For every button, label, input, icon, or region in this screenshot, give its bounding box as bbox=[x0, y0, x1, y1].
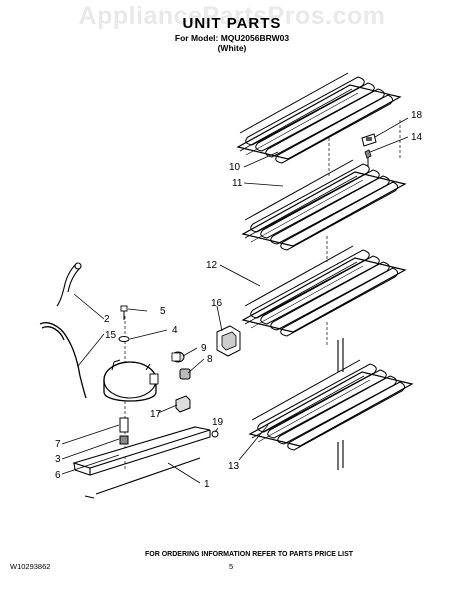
callout-14: 14 bbox=[411, 132, 423, 143]
callout-7: 7 bbox=[55, 439, 61, 450]
callout-8: 8 bbox=[207, 354, 213, 365]
ordering-note: FOR ORDERING INFORMATION REFER TO PARTS … bbox=[145, 551, 354, 558]
callout-18: 18 bbox=[411, 110, 423, 121]
callout-2: 2 bbox=[104, 314, 110, 325]
evaporator-shelf-bottom bbox=[249, 359, 413, 451]
callout-10: 10 bbox=[229, 162, 241, 173]
callout-labels: 1 2 3 4 5 6 7 8 9 10 11 12 13 14 15 16 1… bbox=[55, 110, 423, 490]
callout-11: 11 bbox=[232, 178, 243, 189]
callout-5: 5 bbox=[160, 306, 166, 317]
model-line: For Model: MQU2056BRW03 bbox=[174, 33, 290, 43]
shelf-tubes bbox=[337, 338, 344, 470]
capillary-part bbox=[56, 262, 82, 307]
sleeve-3 bbox=[119, 435, 129, 445]
callout-19: 19 bbox=[212, 417, 224, 428]
callout-17: 17 bbox=[150, 409, 162, 420]
doc-number: W10293862 bbox=[10, 562, 51, 571]
callout-13: 13 bbox=[228, 461, 240, 472]
callout-4: 4 bbox=[172, 325, 178, 336]
overload-9 bbox=[171, 351, 185, 363]
compressor bbox=[103, 359, 159, 402]
part-8 bbox=[179, 368, 191, 380]
washer-4 bbox=[118, 336, 130, 342]
watermark: AppliancePartsPros.com bbox=[78, 2, 386, 30]
grommet-7 bbox=[119, 417, 129, 433]
callout-15: 15 bbox=[105, 330, 117, 341]
relay-16 bbox=[216, 325, 241, 357]
evaporator-shelf-2 bbox=[242, 159, 406, 251]
screw-5 bbox=[120, 305, 128, 320]
callout-3: 3 bbox=[55, 454, 61, 465]
callout-1: 1 bbox=[204, 479, 210, 490]
color-line: (White) bbox=[217, 43, 247, 53]
evaporator-shelf-3 bbox=[242, 245, 406, 337]
page-title: UNIT PARTS bbox=[182, 15, 282, 32]
callout-12: 12 bbox=[206, 260, 218, 271]
base-plate bbox=[72, 426, 211, 499]
tubing-part bbox=[39, 322, 87, 399]
callout-16: 16 bbox=[211, 298, 223, 309]
leader-lines bbox=[61, 117, 409, 484]
page-number: 5 bbox=[229, 562, 234, 571]
screw-part bbox=[364, 149, 372, 166]
callout-9: 9 bbox=[201, 343, 207, 354]
screw-19 bbox=[211, 430, 219, 438]
callout-6: 6 bbox=[55, 470, 61, 481]
part-17 bbox=[175, 395, 191, 413]
bracket-part bbox=[361, 133, 377, 147]
